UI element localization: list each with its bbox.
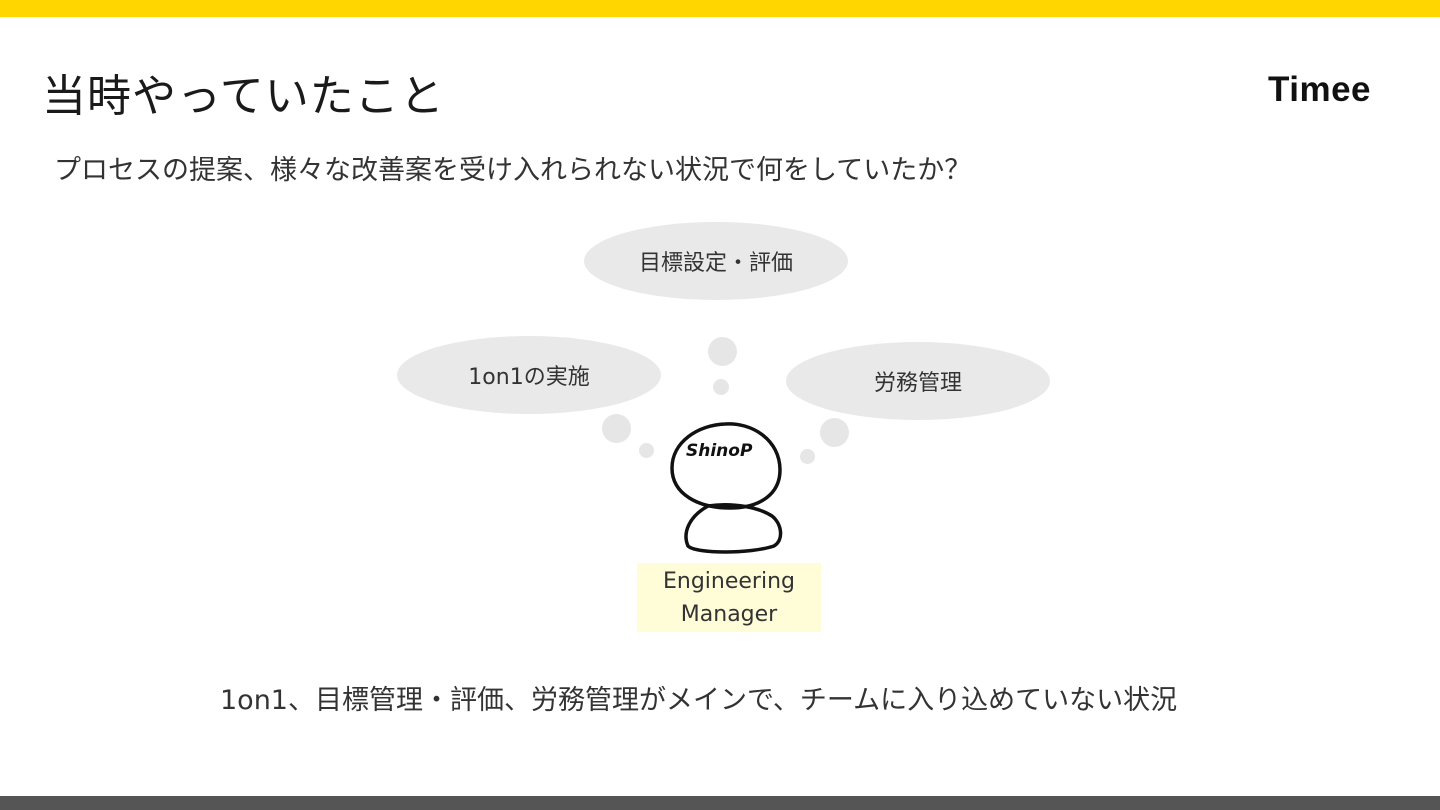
brand-logo: Timee [1268, 70, 1372, 109]
thought-dot [639, 443, 654, 458]
thought-bubble-label: 労務管理 [873, 371, 962, 396]
thought-bubble-label: 目標設定・評価 [638, 251, 793, 276]
subtitle: プロセスの提案、様々な改善案を受け入れられない状況で何をしていたか？ [54, 155, 972, 186]
thought-bubble-goal-evaluation: 目標設定・評価 [584, 222, 848, 300]
thought-bubble-1on1: 1on1の実施 [397, 336, 661, 414]
thought-dot [708, 337, 737, 366]
role-line-2: Manager [680, 601, 778, 627]
role-line-1: Engineering [663, 568, 795, 594]
bottom-bar [0, 796, 1440, 810]
thought-dot [713, 379, 729, 395]
thought-dot [800, 449, 815, 464]
role-label-box: Engineering Manager [637, 563, 821, 632]
avatar-name-label: ShinoP [686, 441, 753, 461]
thought-dot [602, 414, 631, 443]
thought-dot [820, 418, 849, 447]
summary-text: 1on1、目標管理・評価、労務管理がメインで、チームに入り込めていない状況 [220, 685, 1178, 716]
top-accent-bar [0, 0, 1440, 17]
thought-bubble-labor-management: 労務管理 [786, 342, 1050, 420]
page-title: 当時やっていたこと [42, 71, 445, 122]
thought-bubble-label: 1on1の実施 [468, 365, 590, 390]
person-sketch-icon: ShinoP [670, 422, 783, 554]
